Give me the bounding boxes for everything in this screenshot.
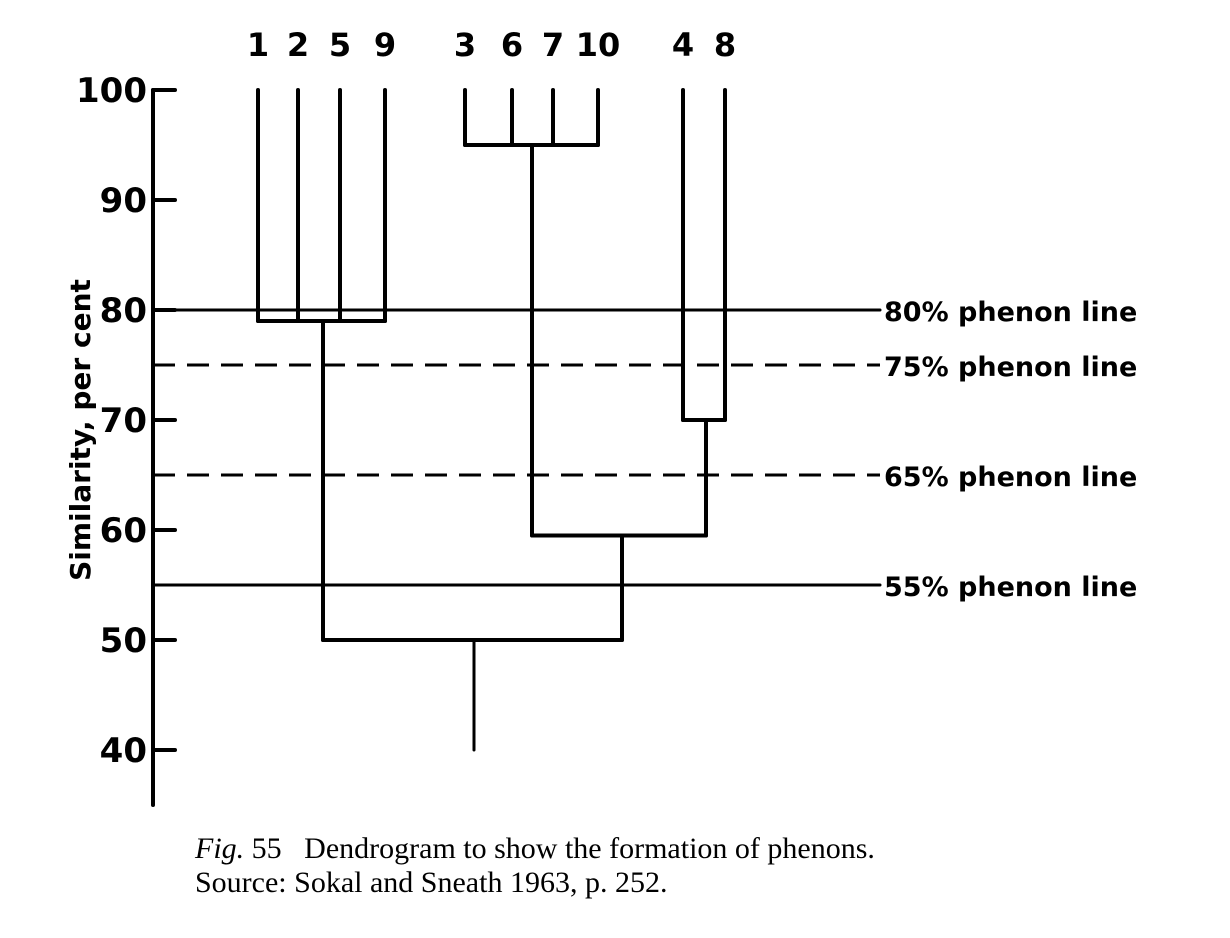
phenon-label-75: 75% phenon line <box>884 352 1137 383</box>
y-tick-label-90: 90 <box>100 181 147 221</box>
leaf-label-8: 8 <box>714 26 736 64</box>
figure-source: Source: Sokal and Sneath 1963, p. 252. <box>195 866 667 900</box>
leaf-label-9: 9 <box>374 26 396 64</box>
leaf-label-3: 3 <box>454 26 476 64</box>
leaf-label-10: 10 <box>576 26 621 64</box>
caption-source: Source: Sokal and Sneath 1963, p. 252. <box>195 866 668 899</box>
y-tick-label-80: 80 <box>100 291 147 331</box>
y-tick-label-70: 70 <box>100 401 147 441</box>
y-tick-label-50: 50 <box>100 621 147 661</box>
figure-caption: Fig. 55 Dendrogram to show the formation… <box>195 832 875 866</box>
leaf-label-4: 4 <box>672 26 694 64</box>
leaf-label-7: 7 <box>542 26 564 64</box>
leaf-label-2: 2 <box>287 26 309 64</box>
dendrogram: 100 90 80 70 60 50 40 Similarity, per cent 80% p… <box>64 26 1137 807</box>
caption-text: Dendrogram to show the formation of phen… <box>304 832 875 865</box>
caption-fig-number: 55 <box>251 832 282 865</box>
y-axis-label: Similarity, per cent <box>64 279 97 581</box>
leaf-label-1: 1 <box>247 26 269 64</box>
phenon-label-80: 80% phenon line <box>884 297 1137 328</box>
phenon-label-65: 65% phenon line <box>884 462 1137 493</box>
y-tick-label-60: 60 <box>100 511 147 551</box>
y-tick-label-100: 100 <box>76 71 147 111</box>
leaf-label-5: 5 <box>329 26 351 64</box>
phenon-label-55: 55% phenon line <box>884 572 1137 603</box>
leaf-label-6: 6 <box>501 26 523 64</box>
caption-fig-label: Fig. <box>195 832 245 865</box>
y-tick-label-40: 40 <box>100 731 147 771</box>
